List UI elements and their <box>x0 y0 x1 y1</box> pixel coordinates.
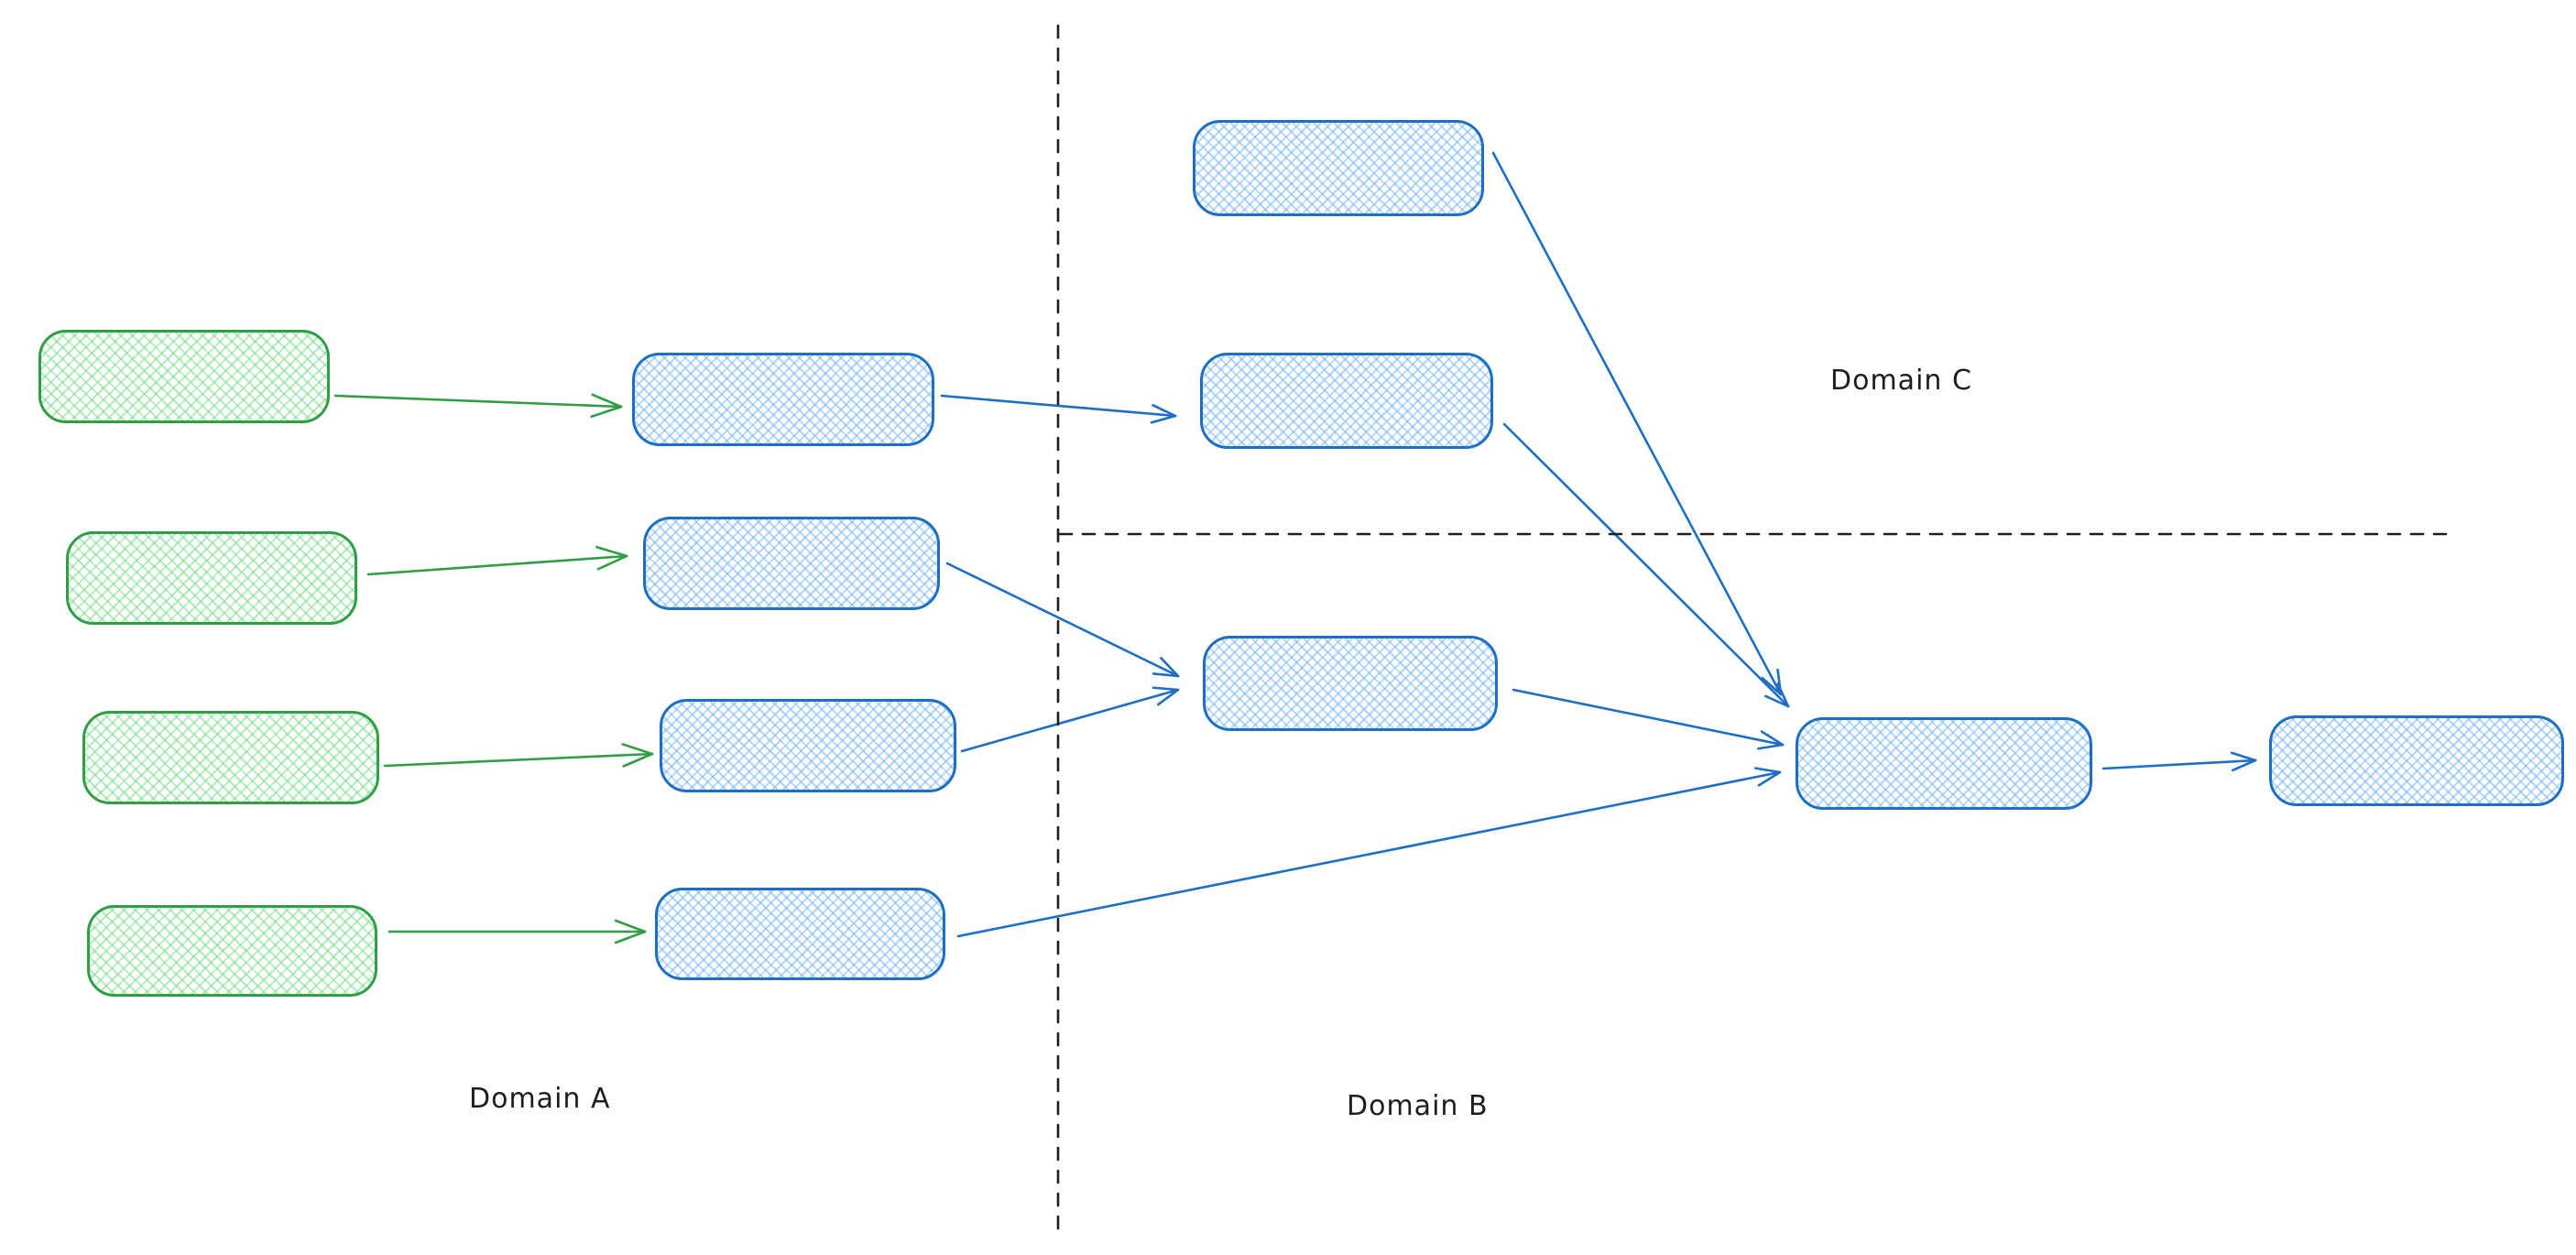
domain-b-label: Domain B <box>1347 1090 1489 1122</box>
arrow-domain-a-process-4-to-domain-b-aggregator <box>956 770 1782 938</box>
domain-b-node-1 <box>1203 636 1498 731</box>
arrow-domain-a-process-3-to-domain-b-node-1-head <box>1152 686 1180 692</box>
arrow-domain-a-source-4-to-domain-a-process-4-head <box>614 919 647 933</box>
arrow-domain-b-node-1-to-domain-b-aggregator-head <box>1760 730 1785 747</box>
domain-a-source-3 <box>82 711 379 804</box>
domain-a-label: Domain A <box>469 1083 611 1115</box>
arrow-domain-a-source-2-to-domain-a-process-2-head <box>595 546 628 558</box>
domain-a-source-2 <box>66 531 357 625</box>
arrow-domain-c-node-top-to-domain-b-aggregator <box>1491 151 1783 696</box>
arrow-domain-a-source-1-to-domain-a-process-1 <box>333 394 623 409</box>
arrow-domain-a-process-3-to-domain-b-node-1 <box>960 688 1180 753</box>
arrow-domain-c-node-2-to-domain-b-aggregator <box>1502 422 1790 708</box>
arrow-domain-b-aggregator-to-domain-b-output-head <box>2230 751 2257 762</box>
arrow-domain-a-process-2-to-domain-b-node-1-head <box>1152 672 1180 678</box>
arrow-domain-a-source-1-to-domain-a-process-1-head <box>590 405 623 419</box>
arrow-domain-a-process-2-to-domain-b-node-1 <box>945 562 1180 678</box>
arrow-domain-b-node-1-to-domain-b-aggregator-head <box>1757 743 1785 750</box>
domain-c-node-top <box>1193 120 1484 216</box>
arrow-domain-a-source-3-to-domain-a-process-3-head <box>622 752 654 768</box>
domain-c-label: Domain C <box>1830 365 1972 397</box>
arrow-domain-c-node-2-to-domain-b-aggregator-head <box>1776 682 1790 708</box>
domain-a-process-1 <box>632 353 934 446</box>
domain-a-source-1 <box>38 330 330 423</box>
domain-c-node-2 <box>1200 353 1493 449</box>
arrow-domain-b-node-1-to-domain-b-aggregator <box>1512 688 1785 747</box>
arrow-domain-a-source-3-to-domain-a-process-3-head <box>621 743 654 756</box>
arrow-domain-a-process-2-to-domain-b-node-1-head <box>1160 657 1180 678</box>
arrow-domain-a-process-3-to-domain-b-node-1-head <box>1156 688 1180 706</box>
arrow-domain-b-aggregator-to-domain-b-output-head <box>2231 758 2257 772</box>
domain-a-process-3 <box>660 699 956 792</box>
arrow-domain-a-process-1-to-domain-c-node-2 <box>940 394 1177 418</box>
arrow-domain-a-source-4-to-domain-a-process-4-head <box>614 930 647 944</box>
arrow-domain-a-process-4-to-domain-b-aggregator-head <box>1754 767 1782 774</box>
arrow-domain-a-source-1-to-domain-a-process-1-head <box>591 393 623 409</box>
arrow-domain-a-source-2-to-domain-a-process-2 <box>366 554 628 576</box>
arrow-domain-a-source-3-to-domain-a-process-3 <box>383 752 654 768</box>
domain-a-source-4 <box>87 905 377 997</box>
domain-a-process-4 <box>655 888 945 980</box>
domain-b-aggregator <box>1796 717 2092 810</box>
arrow-domain-a-process-4-to-domain-b-aggregator-head <box>1757 770 1782 787</box>
domain-a-process-2 <box>643 517 940 610</box>
domain-b-output <box>2269 715 2564 806</box>
arrow-domain-b-aggregator-to-domain-b-output <box>2101 758 2257 770</box>
arrow-domain-a-process-1-to-domain-c-node-2-head <box>1152 404 1177 418</box>
arrow-domain-a-source-2-to-domain-a-process-2-head <box>596 554 628 571</box>
arrow-domain-a-process-1-to-domain-c-node-2-head <box>1150 414 1177 424</box>
arrow-domain-c-node-top-to-domain-b-aggregator-head <box>1761 676 1783 696</box>
arrow-domain-c-node-2-to-domain-b-aggregator-head <box>1764 694 1790 708</box>
